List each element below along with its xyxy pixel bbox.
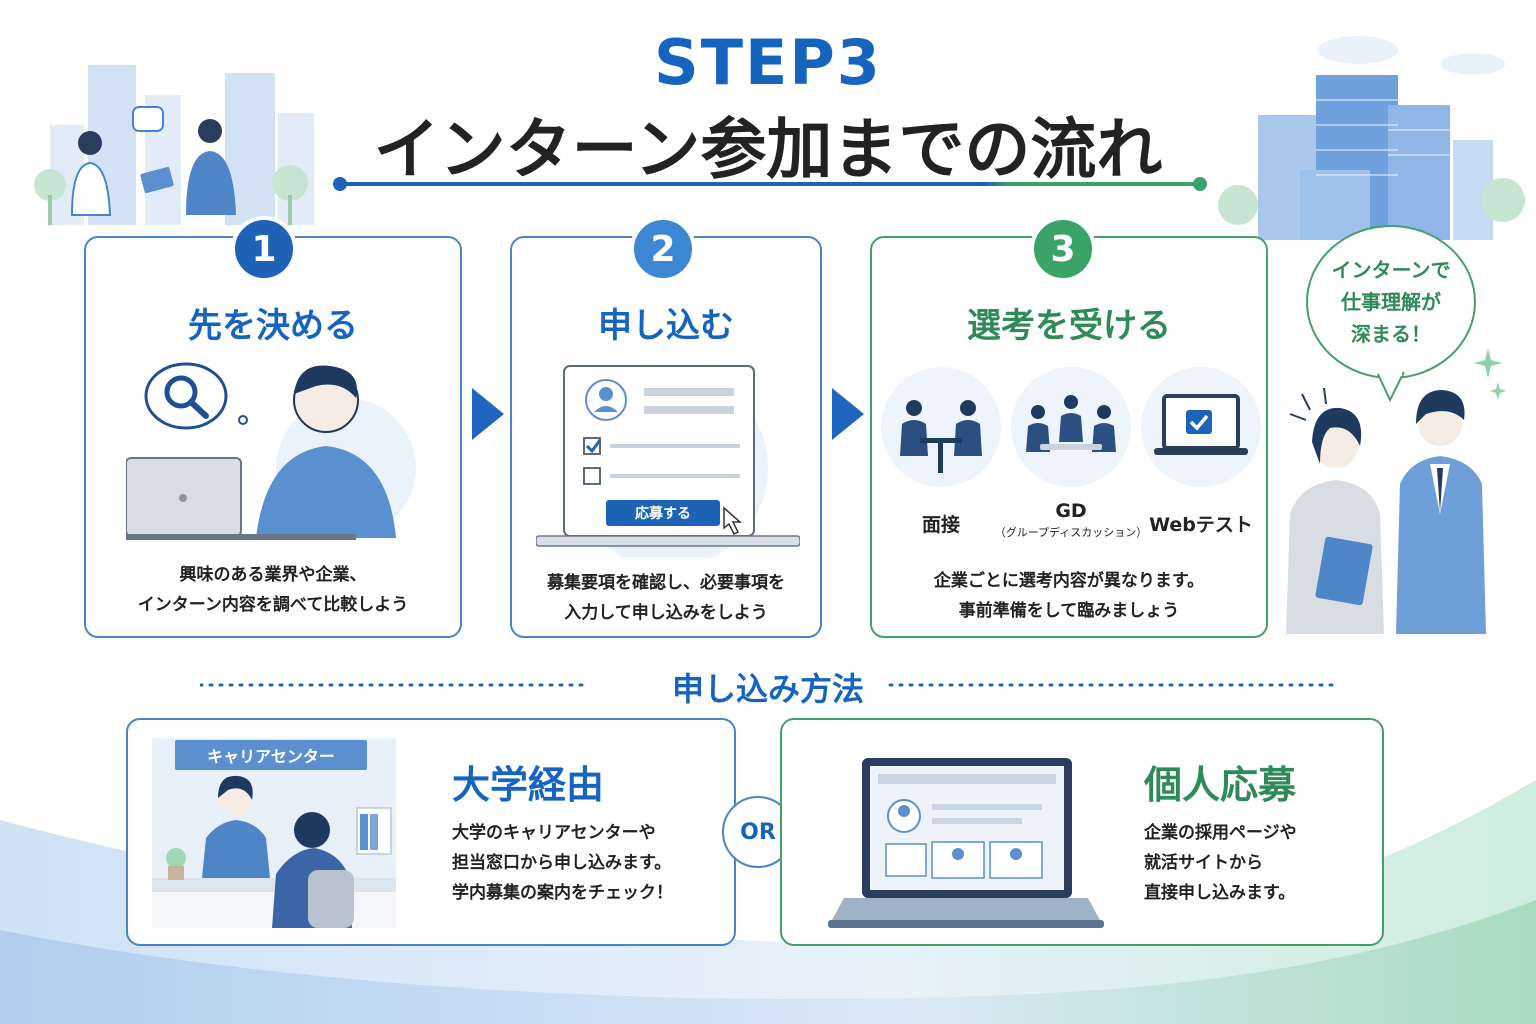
student-research-illustration [126,362,416,540]
bubble-line-1: インターンで [1331,258,1451,282]
career-center-sign: キャリアセンター [175,740,367,770]
job-site-laptop-illustration [828,758,1104,928]
step-2-desc-line-2: 入力して申し込みをしよう [564,603,768,623]
individual-route-description: 企業の採用ページや 就活サイトから 直接申し込みます。 [1144,818,1297,908]
step-3-badge: 3 [1030,216,1096,282]
step-1-desc-line-1: 興味のある業界や企業、 [179,565,367,585]
sparkle-icon [1474,348,1506,400]
step-3-description: 企業ごとに選考内容が異なります。 事前準備をして臨みましょう [872,566,1266,626]
university-route-title: 大学経由 [452,763,605,807]
speech-bubble [1306,225,1476,403]
selection-gd-label: GD [1055,500,1087,522]
university-desc-line-1: 大学のキャリアセンターや [452,823,656,843]
bubble-line-2: 仕事理解が [1341,290,1441,314]
step-label: STEP3 [654,26,882,99]
or-badge: OR [722,796,794,868]
apply-button[interactable]: 応募する [606,500,720,526]
university-desc-line-2: 担当窓口から申し込みます。 [452,853,672,873]
application-form-illustration [536,365,800,558]
step-1-title: 先を決める [188,306,358,346]
individual-route-title: 個人応募 [1144,763,1297,807]
step-2-title: 申し込む [598,306,734,346]
web-test-laptop-icon [1141,367,1261,487]
step-2-desc-line-1: 募集要項を確認し、必要事項を [547,573,785,593]
bubble-line-3: 深まる！ [1351,322,1431,346]
page-title: インターン参加までの流れ [373,111,1163,188]
group-discussion-icon [1011,367,1131,487]
selection-interview-label: 面接 [921,514,960,536]
apply-method-heading: 申し込み方法 [671,670,864,708]
step-2-card: 申し込む 応募する 募集要項を確認し、必要事項を 入力して申し込みをしよう [510,236,822,638]
individual-desc-line-1: 企業の採用ページや [1144,823,1297,843]
step-1-card: 先を決める 興味のある業界や企業、 インターン内容を調べて比較しよう [84,236,462,638]
step-3-card: 選考を受ける 面接 GD （グループディスカッション） Webテスト 企業ごとに… [870,236,1268,638]
interview-icon [881,367,1001,487]
step-3-desc-line-1: 企業ごとに選考内容が異なります。 [933,571,1205,591]
speech-bubble-text: インターンで 仕事理解が 深まる！ [1310,254,1472,350]
method-heading-dotted-lines [200,683,1336,687]
step-arrow-2 [832,388,864,440]
step-2-badge: 2 [630,216,696,282]
individual-desc-line-2: 就活サイトから [1144,853,1263,873]
selection-gd-sublabel: （グループディスカッション） [994,526,1148,539]
selection-webtest-label: Webテスト [1149,514,1253,536]
step-1-badge: 1 [231,216,297,282]
step-arrow-1 [472,388,504,440]
step-1-description: 興味のある業界や企業、 インターン内容を調べて比較しよう [86,560,460,620]
business-people-illustration [1286,387,1486,634]
individual-desc-line-3: 直接申し込みます。 [1144,883,1296,903]
step-1-desc-line-2: インターン内容を調べて比較しよう [137,595,409,615]
office-meeting-illustration [34,65,314,225]
step-3-title: 選考を受ける [967,306,1171,346]
step-2-description: 募集要項を確認し、必要事項を 入力して申し込みをしよう [512,568,820,628]
city-buildings-illustration [1218,36,1525,240]
title-underline [333,177,1207,191]
university-route-description: 大学のキャリアセンターや 担当窓口から申し込みます。 学内募集の案内をチェック！ [452,818,673,908]
step-3-desc-line-2: 事前準備をして臨みましょう [958,601,1180,621]
university-desc-line-3: 学内募集の案内をチェック！ [452,883,673,903]
